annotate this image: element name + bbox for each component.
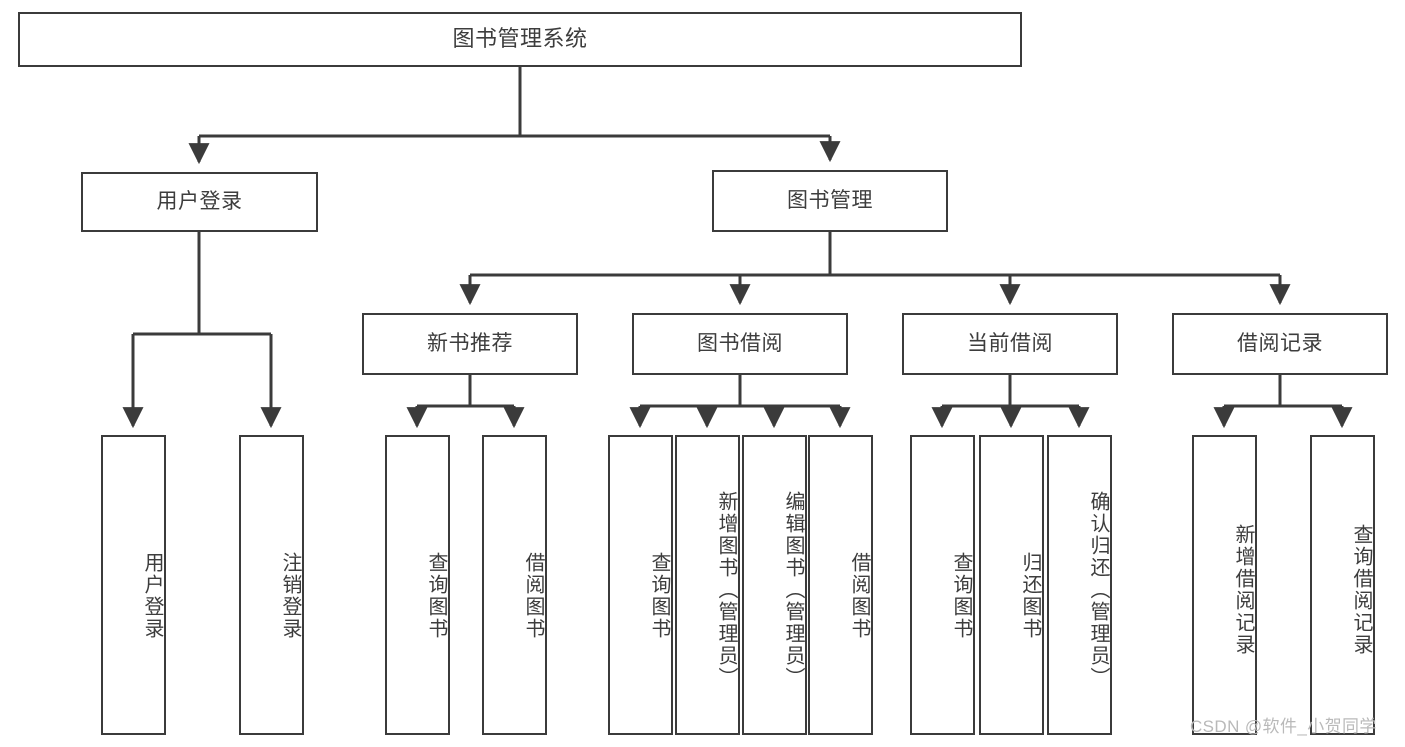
node-user-login[interactable]: 用户登录 xyxy=(81,172,318,232)
node-leaf-borrow-book-recommend[interactable]: 借阅图书 xyxy=(482,435,547,735)
node-label: 查询借阅记录 xyxy=(1350,524,1372,656)
node-label: 新书推荐 xyxy=(427,332,513,356)
node-label: 新增图书（管理员） xyxy=(715,491,737,689)
node-label: 编辑图书（管理员） xyxy=(782,491,804,689)
node-label: 用户登录 xyxy=(156,190,243,214)
node-label: 查询图书 xyxy=(425,552,447,640)
node-leaf-user-login[interactable]: 用户登录 xyxy=(101,435,166,735)
node-book-borrow[interactable]: 图书借阅 xyxy=(632,313,848,375)
watermark-text: CSDN @软件_小贺同学 xyxy=(1190,717,1377,736)
node-label: 用户登录 xyxy=(141,552,163,640)
node-new-book-recommend[interactable]: 新书推荐 xyxy=(362,313,578,375)
node-label: 查询图书 xyxy=(950,552,972,640)
node-label: 图书借阅 xyxy=(697,332,783,356)
node-label: 确认归还（管理员） xyxy=(1087,491,1109,689)
node-leaf-query-book-recommend[interactable]: 查询图书 xyxy=(385,435,450,735)
node-leaf-query-book-borrow[interactable]: 查询图书 xyxy=(608,435,673,735)
node-leaf-borrow-book[interactable]: 借阅图书 xyxy=(808,435,873,735)
node-label: 新增借阅记录 xyxy=(1232,524,1254,656)
node-label: 借阅图书 xyxy=(522,552,544,640)
node-leaf-confirm-return[interactable]: 确认归还（管理员） xyxy=(1047,435,1112,735)
node-label: 当前借阅 xyxy=(967,332,1053,356)
node-leaf-query-borrow-record[interactable]: 查询借阅记录 xyxy=(1310,435,1375,735)
node-leaf-add-book[interactable]: 新增图书（管理员） xyxy=(675,435,740,735)
node-leaf-add-borrow-record[interactable]: 新增借阅记录 xyxy=(1192,435,1257,735)
node-label: 借阅记录 xyxy=(1237,332,1323,356)
node-label: 借阅图书 xyxy=(848,552,870,640)
node-label: 图书管理系统 xyxy=(452,26,588,52)
node-label: 图书管理 xyxy=(787,189,873,213)
node-leaf-return-book[interactable]: 归还图书 xyxy=(979,435,1044,735)
node-leaf-user-logout[interactable]: 注销登录 xyxy=(239,435,304,735)
node-borrow-record[interactable]: 借阅记录 xyxy=(1172,313,1388,375)
node-label: 查询图书 xyxy=(648,552,670,640)
node-current-borrow[interactable]: 当前借阅 xyxy=(902,313,1118,375)
node-book-management[interactable]: 图书管理 xyxy=(712,170,948,232)
node-book-management-system[interactable]: 图书管理系统 xyxy=(18,12,1022,67)
node-leaf-edit-book[interactable]: 编辑图书（管理员） xyxy=(742,435,807,735)
node-label: 归还图书 xyxy=(1019,552,1041,640)
node-label: 注销登录 xyxy=(279,552,301,640)
node-leaf-query-book-current[interactable]: 查询图书 xyxy=(910,435,975,735)
